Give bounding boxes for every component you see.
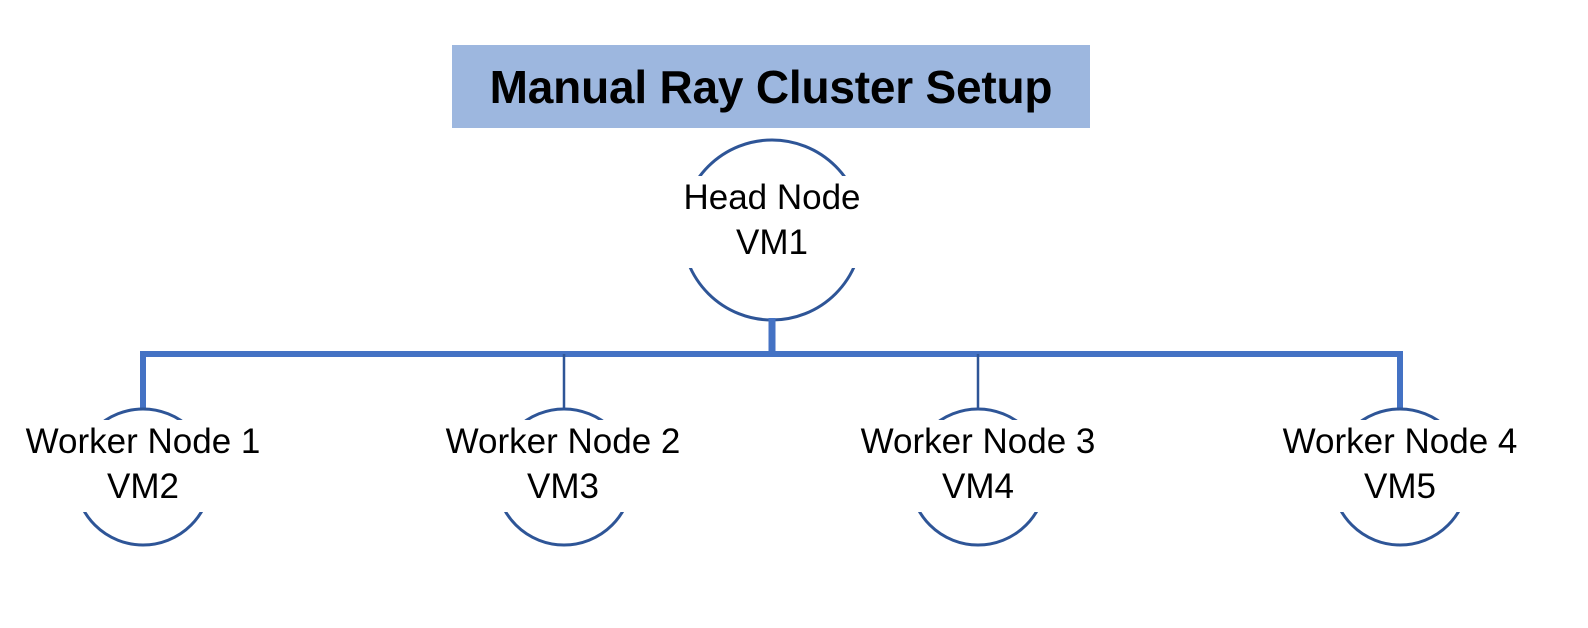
worker-node-2-name: Worker Node 2 [445,422,681,461]
worker-node-1-vm: VM2 [107,466,179,506]
worker-node-2-label: Worker Node 2 VM3 [413,420,713,512]
page-title: Manual Ray Cluster Setup [489,60,1053,113]
diagram-title-banner: Manual Ray Cluster Setup [452,45,1090,128]
head-node-vm: VM1 [736,222,808,262]
worker-node-3-name: Worker Node 3 [860,422,1096,461]
worker-node-2-vm: VM3 [527,466,599,506]
worker-node-4-vm: VM5 [1364,466,1436,506]
head-node-name: Head Node [683,178,861,217]
worker-node-3-label: Worker Node 3 VM4 [828,420,1128,512]
worker-node-4-label: Worker Node 4 VM5 [1250,420,1550,512]
worker-node-1-label: Worker Node 1 VM2 [0,420,293,512]
worker-node-1-name: Worker Node 1 [25,422,261,461]
head-node-label: Head Node VM1 [652,176,892,268]
worker-node-4-name: Worker Node 4 [1282,422,1518,461]
worker-node-3-vm: VM4 [942,466,1014,506]
